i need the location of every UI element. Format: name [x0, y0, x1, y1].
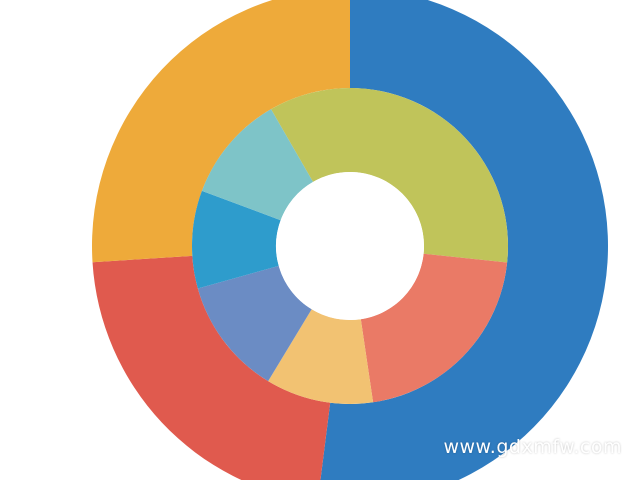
inner-ring-slice-5 — [191, 190, 281, 289]
outer-ring-slice-1 — [320, 0, 608, 480]
watermark-text: www.gdxmfw.com — [443, 436, 622, 458]
inner-ring-slice-1 — [271, 88, 508, 263]
inner-ring-slice-3 — [268, 309, 374, 404]
donut-center-hole — [276, 172, 424, 320]
outer-ring-slice-3 — [92, 0, 350, 263]
inner-ring-slice-4 — [197, 265, 312, 382]
inner-ring-slice-2 — [360, 253, 508, 403]
inner-ring-slice-6 — [201, 109, 313, 221]
outer-ring-slice-2 — [92, 255, 331, 480]
